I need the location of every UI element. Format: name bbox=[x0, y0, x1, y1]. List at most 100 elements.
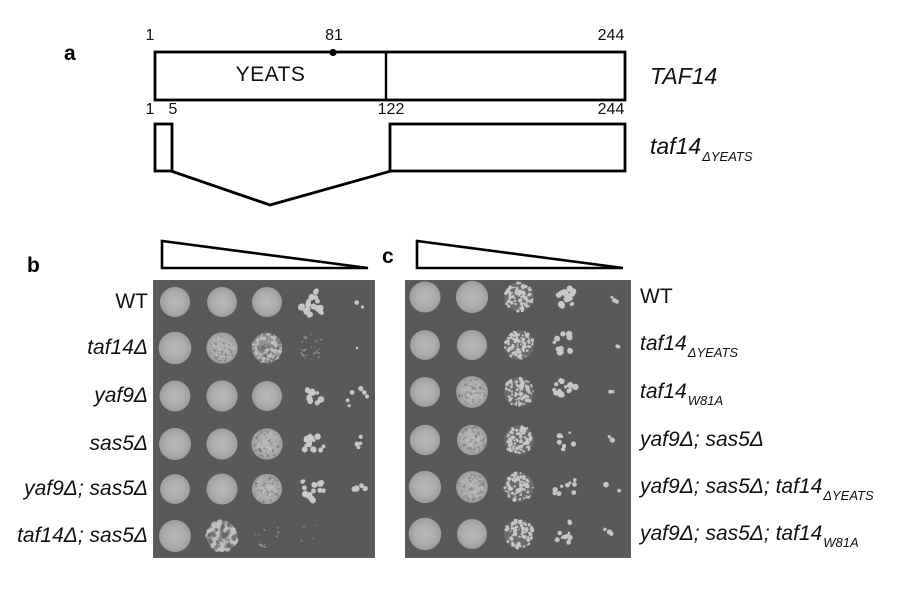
plate-agar bbox=[405, 280, 631, 558]
spot bbox=[205, 519, 239, 553]
strain-label-text: WT bbox=[115, 290, 148, 313]
strain-label: yaf9Δ; sas5Δ bbox=[640, 425, 900, 455]
taf14-dyeats-cterm-bar bbox=[388, 122, 627, 173]
spot bbox=[160, 474, 190, 504]
spot bbox=[552, 330, 573, 356]
tick-variant-122: 122 bbox=[377, 101, 405, 118]
spot bbox=[504, 425, 534, 455]
panel-b-strain-labels: WT taf14Δ yaf9Δ sas5Δ yaf9Δ; sas5Δ taf14Δ; sa… bbox=[0, 0, 148, 594]
deletion-joining-lines bbox=[170, 169, 392, 207]
tick-taf14-81: 81 bbox=[325, 27, 343, 44]
panel-a-label: a bbox=[64, 42, 76, 65]
spot bbox=[345, 385, 370, 408]
spot bbox=[355, 346, 359, 350]
strain-label: yaf9Δ; sas5Δ bbox=[0, 474, 148, 504]
dilution-wedge-b bbox=[160, 239, 369, 270]
spot bbox=[456, 376, 488, 408]
tick-variant-1: 1 bbox=[145, 101, 155, 118]
strain-label-text: WT bbox=[640, 285, 673, 308]
spot-assay-plate-b bbox=[153, 280, 375, 558]
spot bbox=[301, 433, 326, 453]
strain-label-text: yaf9Δ; sas5Δ; taf14 bbox=[640, 522, 823, 545]
spot bbox=[206, 473, 238, 505]
spot bbox=[410, 330, 440, 360]
spot bbox=[300, 479, 326, 504]
spot bbox=[409, 281, 441, 313]
spot bbox=[251, 286, 283, 318]
spot bbox=[251, 380, 283, 412]
strain-label-text: yaf9Δ; sas5Δ bbox=[640, 428, 764, 451]
dilution-wedge-c bbox=[415, 239, 624, 270]
spot bbox=[503, 330, 535, 360]
strain-label: taf14Δ; sas5Δ bbox=[0, 521, 148, 551]
strain-label-text: yaf9Δ bbox=[94, 384, 148, 407]
tick-variant-244: 244 bbox=[597, 101, 625, 118]
tick-variant-5: 5 bbox=[168, 101, 178, 118]
strain-label-subscript: ΔYEATS bbox=[823, 488, 874, 503]
spot bbox=[456, 518, 488, 550]
spot bbox=[503, 471, 534, 502]
taf14-name: TAF14 bbox=[650, 63, 718, 89]
spot bbox=[556, 431, 577, 452]
spot bbox=[300, 334, 322, 360]
spot bbox=[297, 288, 324, 318]
spot bbox=[408, 517, 442, 551]
spot bbox=[607, 435, 615, 443]
spot bbox=[159, 380, 191, 412]
strain-label: taf14Δ bbox=[0, 333, 148, 363]
spot bbox=[251, 332, 283, 364]
spot bbox=[207, 287, 237, 317]
spot bbox=[206, 380, 238, 412]
strain-label-subscript: W81A bbox=[687, 393, 724, 408]
spot bbox=[300, 524, 318, 542]
yeats-domain-label: YEATS bbox=[235, 63, 306, 86]
spot bbox=[603, 481, 621, 493]
spot bbox=[159, 520, 191, 552]
tick-taf14-244: 244 bbox=[597, 27, 625, 44]
spot bbox=[455, 280, 489, 314]
spot-assay-plate-c bbox=[405, 280, 631, 558]
strain-label: sas5Δ bbox=[0, 429, 148, 459]
spot bbox=[555, 285, 577, 309]
spot bbox=[351, 483, 368, 492]
strain-label-text: yaf9Δ; sas5Δ; taf14 bbox=[640, 475, 823, 498]
spot bbox=[456, 424, 488, 456]
taf14-dyeats-name-subscript: ΔYEATS bbox=[702, 149, 753, 164]
spot bbox=[255, 526, 280, 549]
spot bbox=[456, 329, 488, 361]
spot bbox=[456, 471, 488, 503]
strain-label: taf14ΔYEATS bbox=[640, 329, 900, 360]
strain-label-text: sas5Δ bbox=[89, 432, 148, 455]
spot bbox=[251, 473, 283, 505]
strain-label-text: taf14 bbox=[640, 380, 687, 403]
spot bbox=[158, 331, 192, 365]
strain-label: yaf9Δ bbox=[0, 381, 148, 411]
spot bbox=[159, 428, 191, 460]
spot bbox=[504, 518, 535, 550]
spot bbox=[159, 286, 191, 318]
strain-label-text: taf14Δ bbox=[87, 336, 148, 359]
spot bbox=[206, 428, 238, 460]
strain-label: yaf9Δ; sas5Δ; taf14W81A bbox=[640, 519, 900, 550]
panel-c-label: c bbox=[382, 245, 394, 268]
strain-label-subscript: ΔYEATS bbox=[687, 345, 739, 360]
strain-label-text: taf14Δ; sas5Δ bbox=[17, 524, 148, 547]
spot bbox=[615, 344, 621, 349]
taf14-dyeats-name-main: taf14 bbox=[650, 133, 702, 159]
spot bbox=[554, 519, 573, 545]
spot bbox=[552, 478, 577, 497]
spot bbox=[603, 527, 614, 536]
plate-agar bbox=[153, 280, 375, 558]
strain-label: WT bbox=[640, 282, 900, 312]
spot bbox=[610, 295, 619, 304]
spot bbox=[409, 376, 441, 408]
taf14-dyeats-name: taf14ΔYEATS bbox=[650, 133, 753, 164]
spot bbox=[354, 434, 363, 450]
taf14-dyeats-nterm-bar bbox=[153, 122, 174, 173]
spot bbox=[206, 332, 238, 364]
spot bbox=[354, 300, 365, 309]
tick-taf14-1: 1 bbox=[145, 27, 155, 44]
spot bbox=[251, 428, 283, 460]
